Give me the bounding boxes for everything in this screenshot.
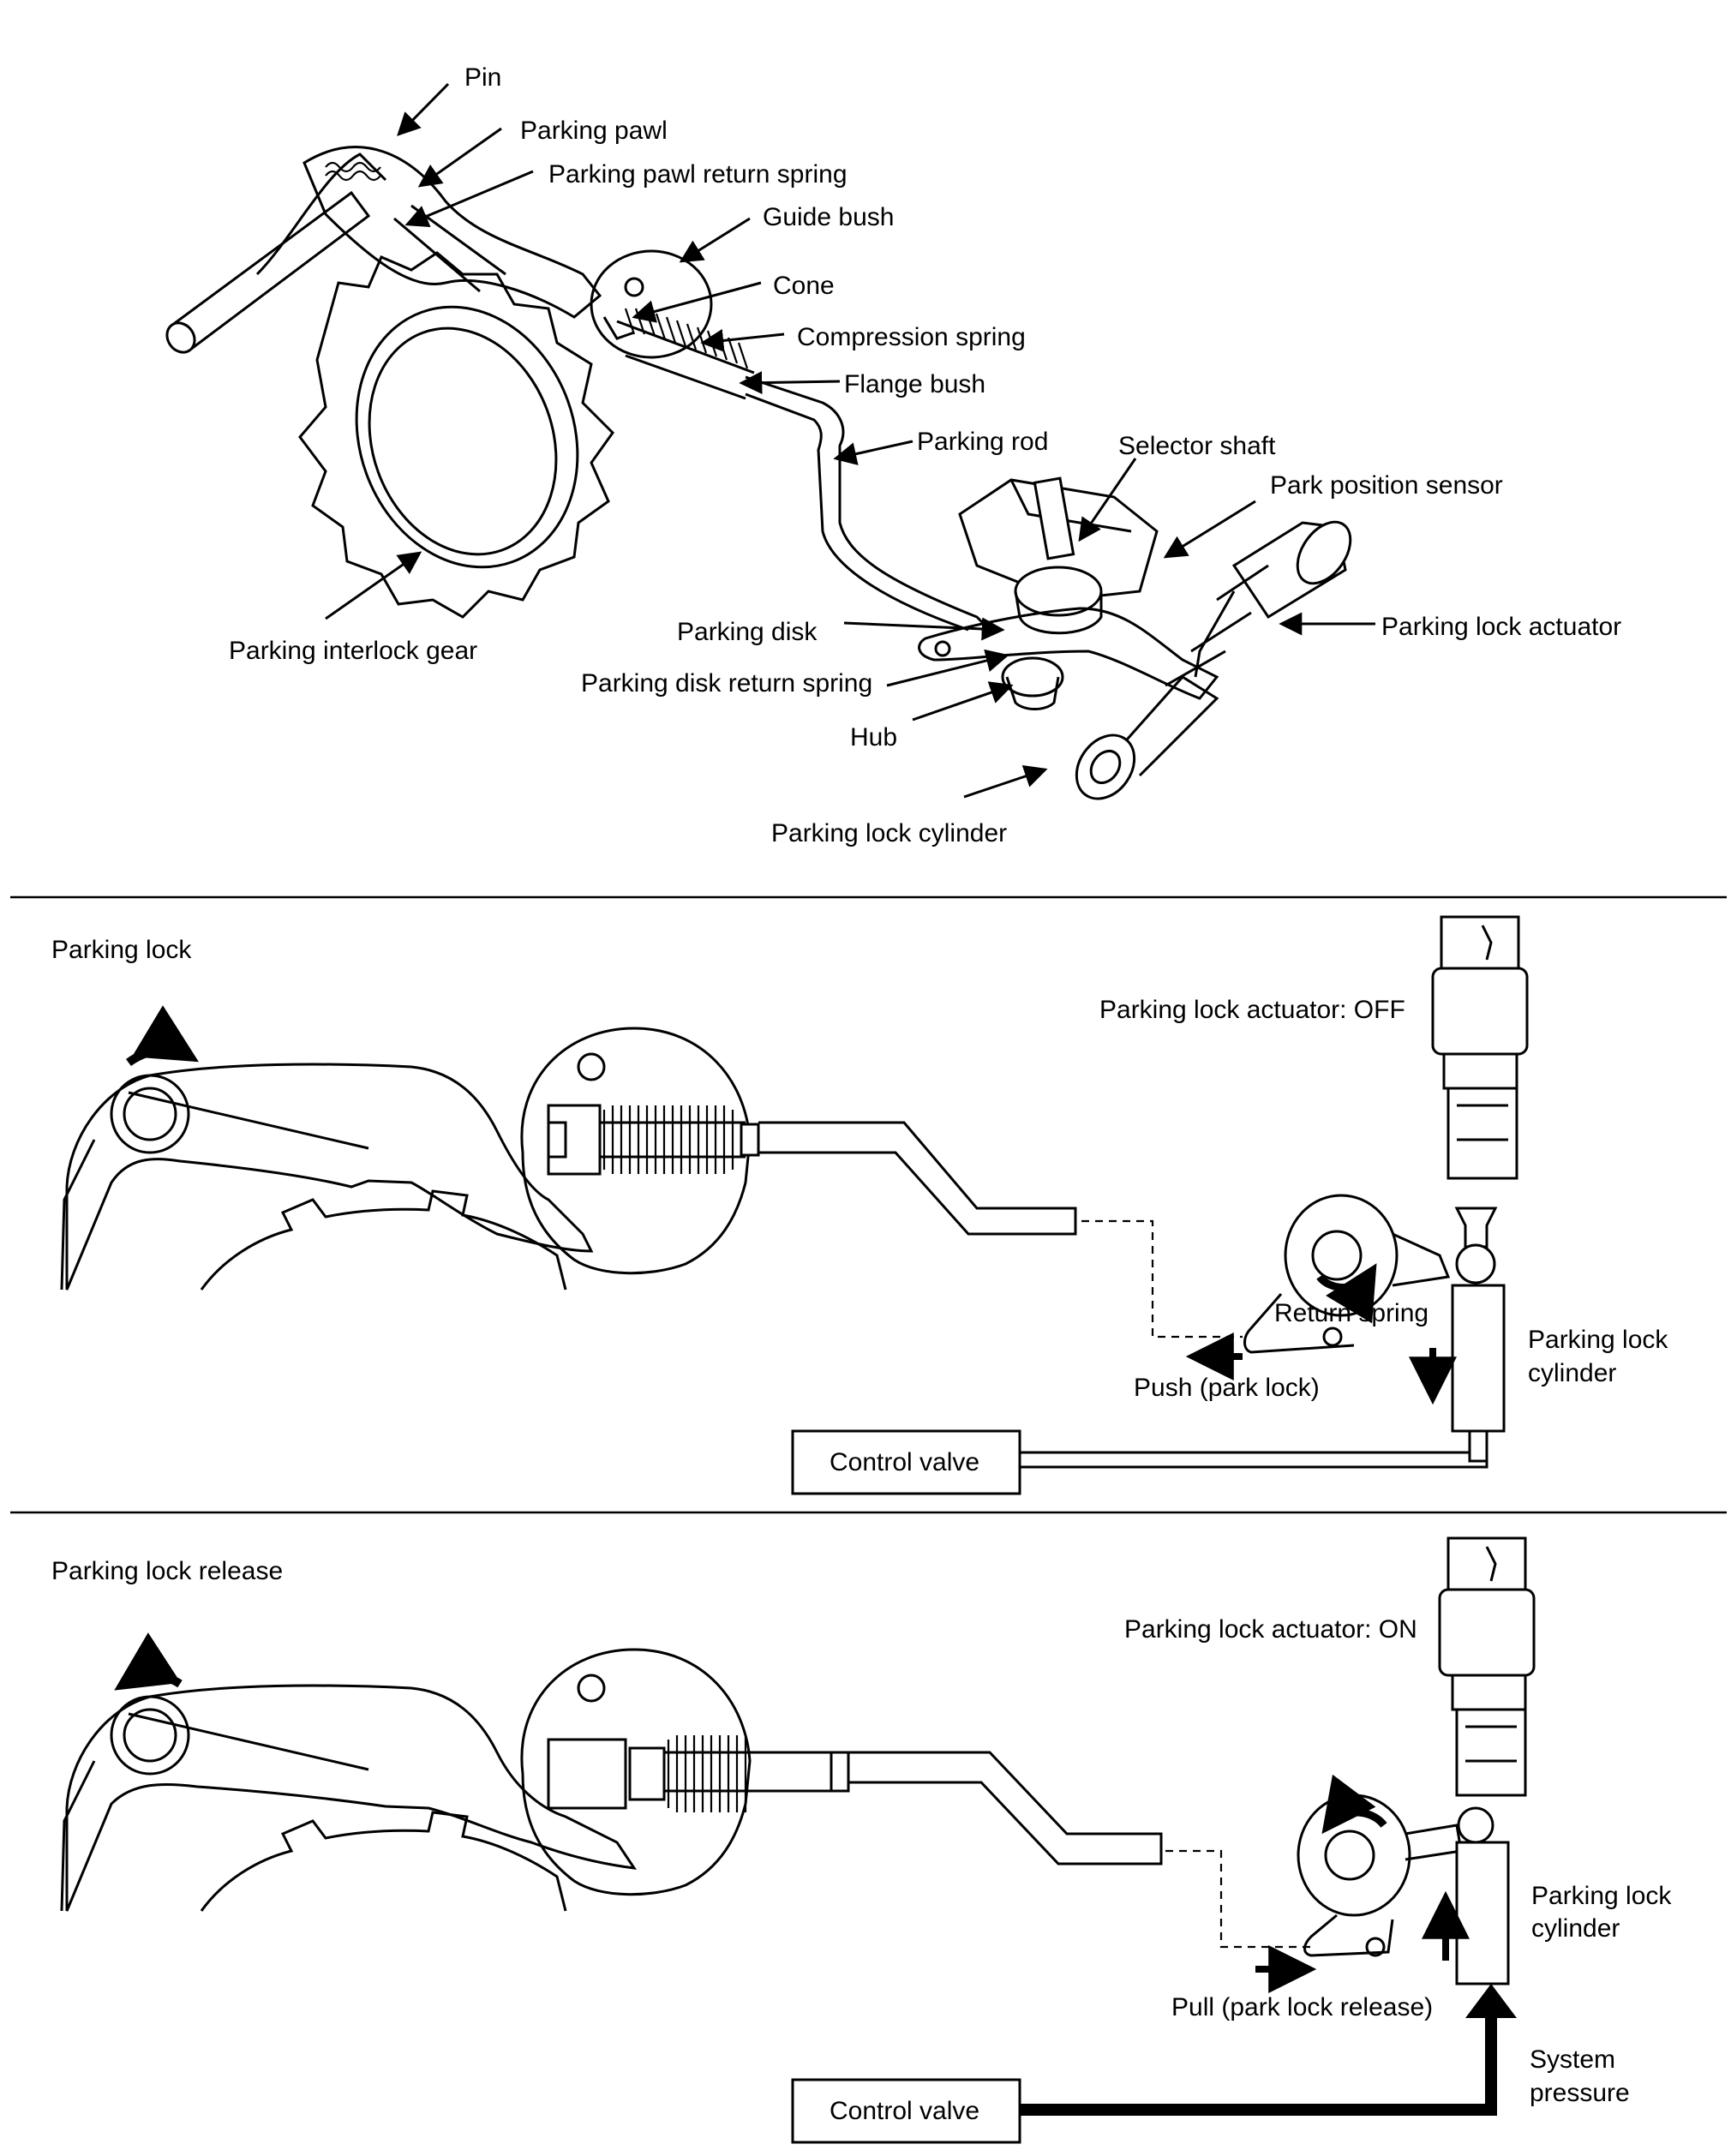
label-parking-rod: Parking rod (917, 428, 1048, 456)
lock-control-valve-box (791, 1429, 1021, 1495)
label-park-position-sensor: Park position sensor (1270, 471, 1503, 500)
release-linkage-dashed (1165, 1849, 1311, 1949)
lock-rod-drawing (758, 1121, 1077, 1236)
label-parking-lock-actuator: Parking lock actuator (1381, 613, 1621, 641)
label-pin: Pin (464, 63, 501, 92)
push-action-label: Push (park lock) (1134, 1374, 1320, 1402)
label-parking-pawl: Parking pawl (520, 117, 668, 145)
lock-return-spring-label: Return spring (1274, 1299, 1429, 1327)
lock-cylinder-drawing (1451, 1207, 1506, 1463)
system-pressure-line (1020, 2014, 1497, 2116)
release-control-valve-label: Control valve (830, 2097, 979, 2125)
release-actuator-state: Parking lock actuator: ON (1124, 1615, 1417, 1644)
lock-actuator-state: Parking lock actuator: OFF (1099, 996, 1405, 1024)
label-compression-spring: Compression spring (797, 323, 1026, 351)
release-rod-drawing (848, 1751, 1163, 1866)
lock-panel-title: Parking lock (51, 936, 192, 964)
release-cylinder-label-line2: cylinder (1531, 1914, 1620, 1943)
label-cone: Cone (773, 272, 835, 300)
label-parking-disk-return-spring: Parking disk return spring (581, 669, 872, 698)
release-magnifier-drawing (520, 1648, 850, 1896)
pull-action-label: Pull (park lock release) (1171, 1993, 1433, 2021)
label-selector-shaft: Selector shaft (1118, 432, 1276, 460)
system-pressure-label-line2: pressure (1530, 2079, 1630, 2107)
lock-cylinder-label-line2: cylinder (1528, 1359, 1616, 1387)
system-pressure-label-line1: System (1530, 2045, 1615, 2074)
selector-assembly-drawing (918, 476, 1352, 800)
release-disk-drawing (1297, 1774, 1463, 1957)
release-pawl-drawing (60, 1632, 638, 1912)
exploded-view-drawing (165, 146, 1352, 800)
release-control-valve-box (791, 2078, 1021, 2144)
release-rotation-arrow (114, 1632, 183, 1691)
label-flange-bush: Flange bush (844, 370, 985, 398)
lock-actuator-drawing (1431, 915, 1529, 1180)
lock-cylinder-label-line1: Parking lock (1528, 1326, 1668, 1354)
pawl-and-pin-drawing (165, 146, 602, 354)
system-pressure-arrowhead (1465, 1984, 1517, 2018)
label-parking-lock-cylinder: Parking lock cylinder (771, 819, 1007, 847)
release-panel-title: Parking lock release (51, 1557, 283, 1585)
lock-disk-drawing (1243, 1194, 1451, 1354)
rod-assembly-drawing (590, 249, 987, 632)
lock-linkage-dashed (1081, 1219, 1243, 1339)
label-parking-pawl-return-spring: Parking pawl return spring (548, 160, 848, 189)
lock-magnifier-drawing (520, 1027, 760, 1275)
lock-rotation-arrow (126, 1005, 200, 1067)
release-cylinder-label-line1: Parking lock (1531, 1882, 1672, 1910)
lock-hydraulic-line (1020, 1451, 1488, 1469)
top-leader-arrows (325, 82, 1375, 799)
release-actuator-drawing (1438, 1536, 1536, 1797)
lock-pawl-drawing (60, 1005, 594, 1291)
label-guide-bush: Guide bush (763, 203, 894, 231)
lock-control-valve-label: Control valve (830, 1448, 979, 1476)
label-parking-disk: Parking disk (677, 618, 818, 646)
label-parking-interlock-gear: Parking interlock gear (229, 637, 477, 665)
release-cylinder-drawing (1455, 1806, 1510, 1985)
parking-interlock-gear-drawing (298, 251, 614, 619)
label-hub: Hub (850, 723, 897, 752)
